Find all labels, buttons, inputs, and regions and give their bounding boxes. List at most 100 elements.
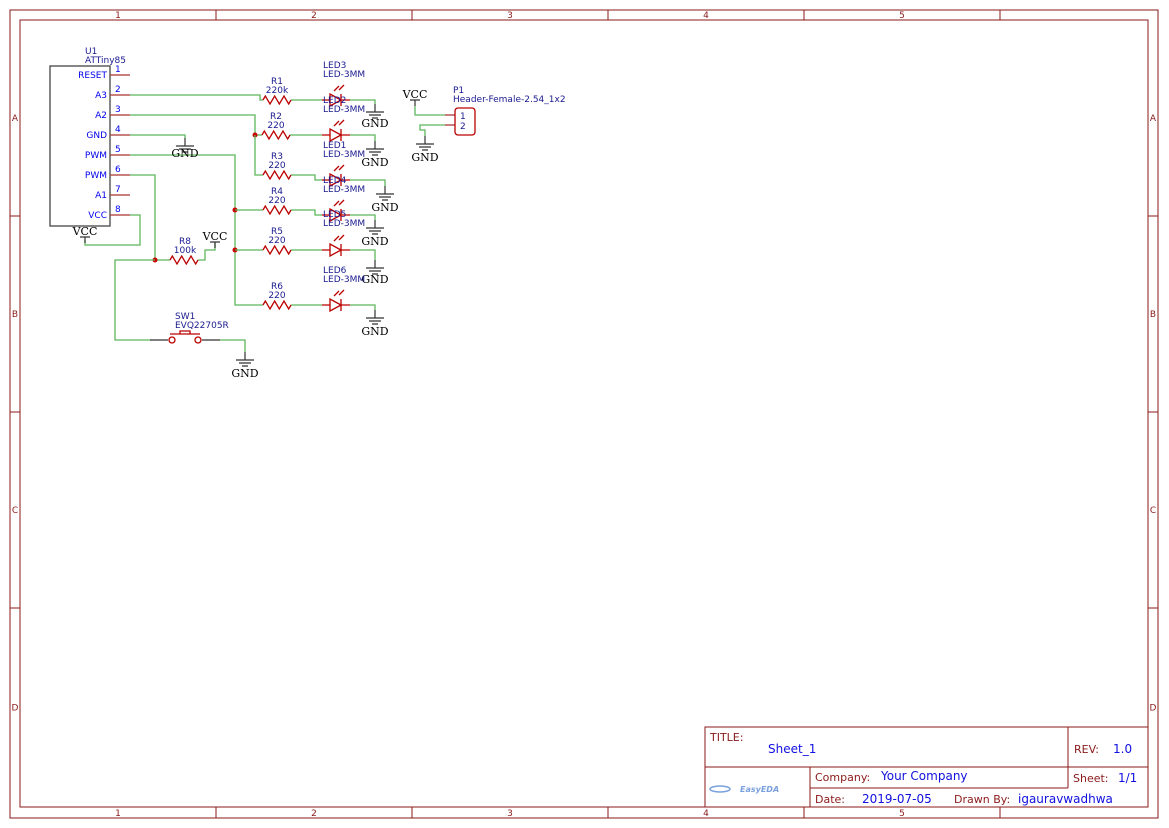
date-label: Date:: [815, 793, 845, 806]
led-value: LED-3MM: [323, 185, 365, 195]
wires: [84, 94, 445, 352]
resistor-designator: R6: [271, 282, 283, 292]
pin-name: A3: [95, 91, 107, 101]
wire: [350, 214, 376, 220]
led-diode: [322, 172, 350, 188]
resistor: [262, 94, 292, 106]
led-light-arrows: [333, 84, 345, 92]
pin-number: 8: [115, 205, 121, 215]
led-value: LED-3MM: [323, 150, 365, 160]
resistor-designator: R4: [271, 187, 283, 197]
ground-icon: [416, 136, 434, 151]
resistor: [262, 204, 292, 216]
ground-icon: [236, 352, 254, 367]
pin-name: GND: [86, 131, 107, 141]
ground-icon: [376, 186, 394, 201]
header-pin-number: 2: [460, 122, 466, 132]
resistor-value: 100k: [174, 246, 197, 256]
pin-number: 2: [115, 85, 121, 95]
gnd-label: GND: [231, 367, 258, 380]
resistor-designator: R5: [271, 227, 283, 237]
resistor-value: 220: [268, 236, 285, 246]
gnd-label: GND: [361, 325, 388, 338]
ground-icon: [366, 310, 384, 325]
header-value: Header-Female-2.54_1x2: [453, 95, 566, 105]
column-label: 4: [703, 11, 709, 21]
row-label: A: [12, 114, 19, 124]
labels: U1ATTiny85RESET1A32A23GND4PWM5PWM6A17VCC…: [72, 47, 566, 380]
column-label: 1: [115, 809, 121, 819]
led-value: LED-3MM: [323, 105, 365, 115]
title-label: TITLE:: [709, 731, 743, 744]
vcc-label: VCC: [202, 230, 228, 243]
wire: [130, 154, 263, 306]
wire: [220, 339, 246, 352]
drawn-by-label: Drawn By:: [954, 793, 1010, 806]
drawn-by-value: igauravwadhwa: [1018, 792, 1113, 806]
rev-label: REV:: [1074, 743, 1099, 756]
column-label: 5: [899, 11, 905, 21]
ground-icon: [366, 141, 384, 156]
column-label: 3: [507, 11, 513, 21]
ic-u1-body: [49, 65, 111, 227]
led-light-arrows: [333, 119, 345, 127]
wire: [130, 174, 170, 261]
vcc-label: VCC: [402, 88, 428, 101]
led-designator: LED1: [323, 141, 346, 151]
resistor: [262, 299, 292, 311]
resistor-value: 220: [268, 161, 285, 171]
resistor: [262, 169, 292, 181]
resistor-value: 220: [268, 291, 285, 301]
vcc-label: VCC: [72, 225, 98, 238]
gnd-label: GND: [361, 235, 388, 248]
wire: [291, 209, 322, 216]
resistor-value: 220k: [266, 86, 289, 96]
pin-number: 3: [115, 105, 121, 115]
gnd-label: GND: [371, 201, 398, 214]
u1-value: ATTiny85: [85, 56, 126, 66]
wire: [198, 243, 216, 261]
company-label: Company:: [815, 771, 870, 784]
components: [49, 65, 476, 367]
power-vcc-icon: [210, 241, 220, 248]
led-designator: LED2: [323, 96, 346, 106]
company-value: Your Company: [880, 769, 968, 783]
header-designator: P1: [453, 86, 464, 96]
led-designator: LED5: [323, 210, 346, 220]
switch-value: EVQ22705R: [175, 321, 229, 331]
gnd-label: GND: [361, 117, 388, 130]
u1-designator: U1: [85, 47, 97, 57]
pin-name: A1: [95, 191, 107, 201]
row-label: B: [12, 310, 18, 320]
wire: [350, 249, 376, 260]
resistor-designator: R2: [270, 112, 282, 122]
resistor: [262, 244, 292, 256]
led-light-arrows: [333, 234, 345, 242]
led-designator: LED3: [323, 61, 346, 71]
easyeda-logo-icon: [709, 785, 731, 793]
led-diode: [322, 242, 350, 258]
led-light-arrows: [333, 199, 345, 207]
wire: [419, 124, 445, 136]
date-value: 2019-07-05: [862, 792, 932, 806]
power-vcc-icon: [80, 236, 90, 243]
wire: [350, 134, 376, 141]
sheet-value: 1/1: [1118, 771, 1137, 785]
wire: [291, 174, 322, 181]
easyeda-logo: EasyEDA: [740, 785, 779, 794]
led-diode: [322, 92, 350, 108]
resistor: [169, 254, 199, 266]
resistor-value: 220: [267, 121, 284, 131]
led-light-arrows: [333, 164, 345, 172]
row-label: D: [12, 704, 19, 714]
title-block: TITLE: Sheet_1 REV: 1.0 Company: Your Co…: [704, 726, 1149, 808]
header-pin-number: 1: [460, 112, 466, 122]
resistor-designator: R3: [271, 152, 283, 162]
led-designator: LED4: [323, 176, 347, 186]
wire: [350, 99, 376, 104]
pin-number: 5: [115, 145, 121, 155]
pin-name: PWM: [85, 151, 107, 161]
column-label: 4: [703, 809, 709, 819]
